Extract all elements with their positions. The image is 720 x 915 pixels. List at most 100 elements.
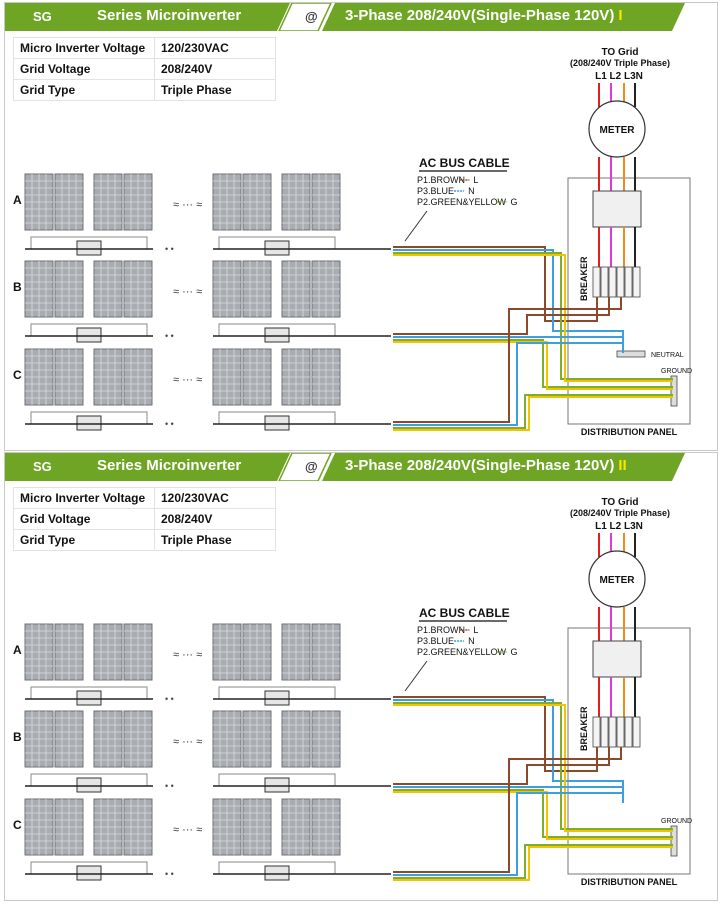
yellow-wire [393, 341, 673, 390]
breaker-pole [632, 716, 641, 748]
roman-numeral: II [618, 457, 627, 474]
ac-bus-pointer [404, 210, 428, 242]
solar-panel [24, 623, 84, 681]
wiring-diagram: A≈ ··· ≈• •B≈ ··· ≈• •C≈ ··· ≈• •AC BUS … [13, 497, 692, 887]
main-breaker [592, 190, 642, 228]
distribution-panel-frame [567, 177, 691, 425]
ellipsis-label: ≈ ··· ≈ [173, 736, 202, 748]
distribution-panel-label: DISTRIBUTION PANEL [581, 427, 678, 437]
ground-label: GROUND [661, 818, 692, 825]
ac-bus-legend-item: P1.BROWN [417, 175, 465, 185]
yellow-wire [393, 846, 673, 881]
row-label: C [13, 368, 22, 382]
yellow-wire [393, 254, 673, 382]
breaker-pole [624, 266, 633, 298]
row-label: A [13, 193, 22, 207]
green-wire [393, 789, 673, 838]
diagram-panel-1: SG Series Microinverter @ 3-Phase 208/24… [4, 2, 718, 451]
spec-key: Grid Voltage [13, 508, 155, 530]
meter-circle [588, 550, 646, 608]
bus-gap: • • [165, 694, 174, 704]
breaker-pole [600, 716, 609, 748]
row-label: A [13, 643, 22, 657]
grid-subtitle: (208/240V Triple Phase) [570, 508, 670, 518]
ac-bus-pointer [404, 660, 428, 692]
solar-panel [212, 623, 272, 681]
solar-panel [212, 173, 272, 231]
solar-panel [212, 348, 272, 406]
microinverter [76, 415, 102, 431]
ac-bus-legend-wire: G [511, 647, 518, 657]
solar-panel [24, 798, 84, 856]
breaker-pole [592, 716, 601, 748]
grid-subtitle: (208/240V Triple Phase) [570, 58, 670, 68]
green-wire [393, 394, 673, 429]
spec-key: Grid Type [13, 529, 155, 551]
solar-panel [93, 173, 153, 231]
solar-panel [281, 348, 341, 406]
spec-value: 120/230VAC [154, 37, 276, 59]
meter-label: METER [600, 125, 636, 136]
solar-panel [24, 260, 84, 318]
solar-panel [281, 623, 341, 681]
phase-text: 3-Phase 208/240V(Single-Phase 120V) [345, 7, 615, 24]
ac-bus-legend-wire: L [473, 175, 478, 185]
ac-bus-title: AC BUS CABLE [419, 156, 510, 170]
ac-bus-legend-item: P2.GREEN&YELLOW [417, 647, 507, 657]
breaker-label: BREAKER [579, 706, 589, 751]
banner-text: SG Series Microinverter @ 3-Phase 208/24… [5, 3, 717, 31]
solar-panel [281, 173, 341, 231]
breaker-pole [616, 716, 625, 748]
ellipsis-label: ≈ ··· ≈ [173, 824, 202, 836]
bus-gap: • • [165, 331, 174, 341]
breaker-pole [600, 266, 609, 298]
breaker-pole [632, 266, 641, 298]
neutral-bar [616, 350, 646, 358]
breaker-pole [624, 716, 633, 748]
row-label: C [13, 818, 22, 832]
brown-wire [393, 246, 598, 322]
ac-bus-legend-wire: L [473, 625, 478, 635]
microinverter [264, 690, 290, 706]
solar-panel [93, 260, 153, 318]
ground-label: GROUND [661, 368, 692, 375]
series-title: Series Microinverter [97, 7, 242, 24]
microinverter [264, 415, 290, 431]
blue-wire [393, 342, 624, 426]
brown-wire [393, 747, 610, 785]
banner [5, 453, 685, 481]
wiring-diagram: A≈ ··· ≈• •B≈ ··· ≈• •C≈ ··· ≈• •AC BUS … [13, 47, 692, 437]
microinverter [76, 327, 102, 343]
ground-bar [670, 825, 678, 857]
grid-lines-label: L1 L2 L3N [595, 71, 643, 82]
main-breaker [592, 640, 642, 678]
roman-numeral: I [618, 7, 623, 24]
spec-value: Triple Phase [154, 79, 276, 101]
banner-text: SG Series Microinverter @ 3-Phase 208/24… [5, 453, 717, 481]
brown-wire [393, 297, 622, 423]
blue-wire [393, 792, 624, 876]
microinverter [264, 865, 290, 881]
microinverter [76, 240, 102, 256]
breaker-pole [608, 266, 617, 298]
solar-panel [93, 798, 153, 856]
ellipsis-label: ≈ ··· ≈ [173, 374, 202, 386]
bus-gap: • • [165, 869, 174, 879]
yellow-wire [393, 396, 673, 431]
solar-panel [212, 710, 272, 768]
ac-bus-title: AC BUS CABLE [419, 606, 510, 620]
breaker-pole [616, 266, 625, 298]
yellow-wire [393, 704, 673, 832]
solar-panel [24, 348, 84, 406]
breaker-label: BREAKER [579, 256, 589, 301]
phase-text: 3-Phase 208/240V(Single-Phase 120V) [345, 457, 615, 474]
microinverter [76, 690, 102, 706]
banner [5, 3, 685, 31]
bus-gap: • • [165, 244, 174, 254]
microinverter [264, 327, 290, 343]
grid-title: TO Grid [601, 47, 638, 58]
